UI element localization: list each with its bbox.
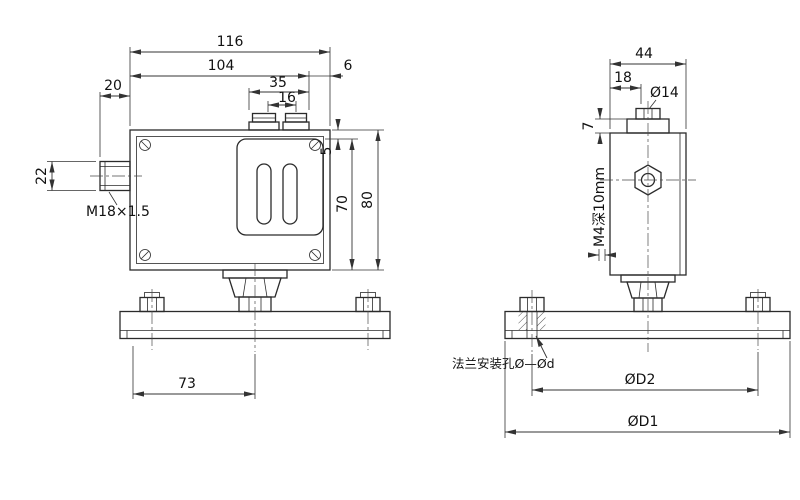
dim-5-label: 5 bbox=[319, 147, 335, 156]
side-flange bbox=[504, 310, 791, 340]
dim-d2-label: ØD2 bbox=[625, 372, 656, 388]
dim-16-label: 16 bbox=[278, 90, 296, 106]
dim-22-label: 22 bbox=[34, 167, 50, 185]
dim-116-label: 116 bbox=[217, 34, 244, 50]
side-screw-note: M4深10mm bbox=[592, 167, 608, 247]
dim-73-label: 73 bbox=[178, 376, 196, 392]
centerlines-front bbox=[90, 175, 369, 352]
dim-d1-label: ØD1 bbox=[628, 414, 659, 430]
dim-7-label: 7 bbox=[581, 122, 597, 131]
dim-44-label: 44 bbox=[635, 46, 653, 62]
dim-80-label: 80 bbox=[360, 191, 376, 209]
flange-holes-note: 法兰安装孔Ø—Ød bbox=[452, 356, 555, 371]
front-dimensions: 116 104 6 20 35 16 22 5 7 bbox=[34, 34, 384, 399]
dim-d14-label: Ø14 bbox=[650, 85, 679, 101]
dim-35-label: 35 bbox=[269, 75, 287, 91]
housing-body bbox=[129, 129, 331, 271]
bottom-connector bbox=[222, 269, 288, 313]
panel-slot-right bbox=[282, 163, 298, 225]
centerlines-side bbox=[531, 101, 759, 352]
dim-70-label: 70 bbox=[335, 195, 351, 213]
front-view bbox=[90, 112, 391, 352]
corner-screws bbox=[139, 139, 321, 261]
cover-panel bbox=[236, 138, 324, 236]
panel-slot-left bbox=[256, 163, 272, 225]
cable-gland-left bbox=[248, 112, 280, 131]
side-dimensions: 44 18 Ø14 7 M4深10mm 法兰安装孔Ø—Ød ØD2 ØD1 bbox=[452, 46, 791, 438]
cable-gland-right bbox=[282, 112, 310, 131]
dim-104-label: 104 bbox=[208, 58, 235, 74]
dim-18-label: 18 bbox=[614, 70, 632, 86]
dim-6-label: 6 bbox=[344, 58, 353, 74]
dim-20-label: 20 bbox=[104, 78, 122, 94]
housing-inner-edge bbox=[136, 136, 324, 264]
side-view bbox=[504, 101, 791, 352]
thread-label: M18×1.5 bbox=[86, 204, 150, 220]
